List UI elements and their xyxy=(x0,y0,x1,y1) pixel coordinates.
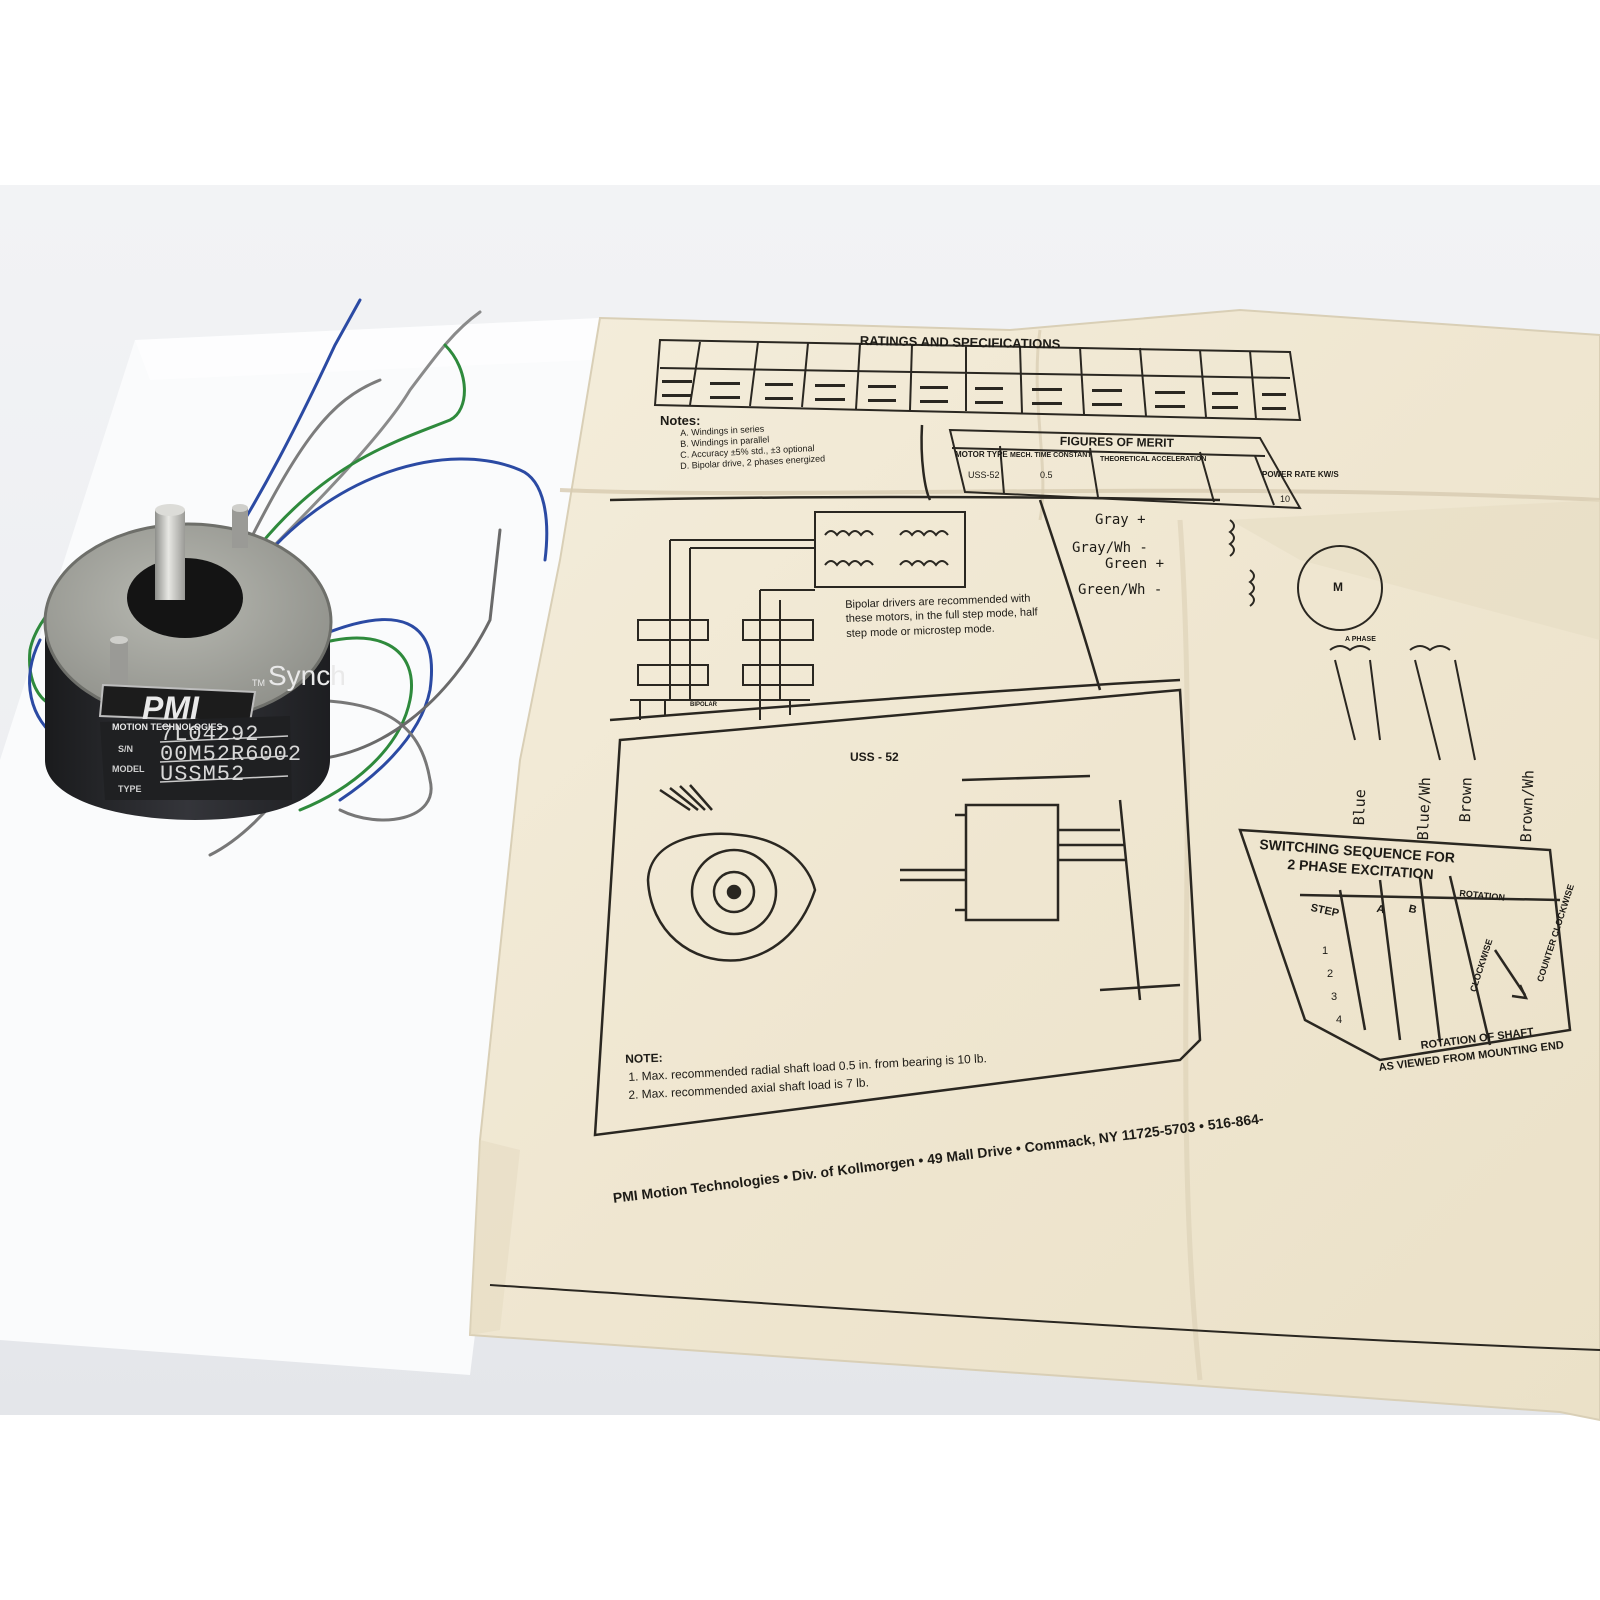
mechanical-drawing xyxy=(593,688,1202,1137)
motor-subbrand: MOTION TECHNOLOGIES xyxy=(112,722,223,732)
motor-series: Synch xyxy=(268,660,346,691)
sheet-grid xyxy=(609,424,1221,722)
model-label: MODEL xyxy=(112,764,145,774)
ratings-table-values xyxy=(662,380,1286,410)
figures-of-merit-table xyxy=(948,428,1302,510)
stepper-motor xyxy=(43,504,333,820)
instruction-sheet xyxy=(468,308,1600,1422)
model-value: 00M52R6002 xyxy=(160,742,303,767)
motor-brand: PMI xyxy=(142,690,199,726)
wiring-diagram xyxy=(630,511,966,720)
type-value: USSM52 xyxy=(160,762,246,787)
switching-table xyxy=(1238,828,1572,1062)
sn-label: S/N xyxy=(118,744,134,754)
ratings-table xyxy=(653,338,1302,422)
type-label: TYPE xyxy=(118,784,142,794)
sn-value: 7L04292 xyxy=(160,722,260,747)
motor-schematic xyxy=(1228,519,1476,761)
footer-rule xyxy=(489,1284,1600,1351)
motor-trademark: TM xyxy=(252,678,265,688)
